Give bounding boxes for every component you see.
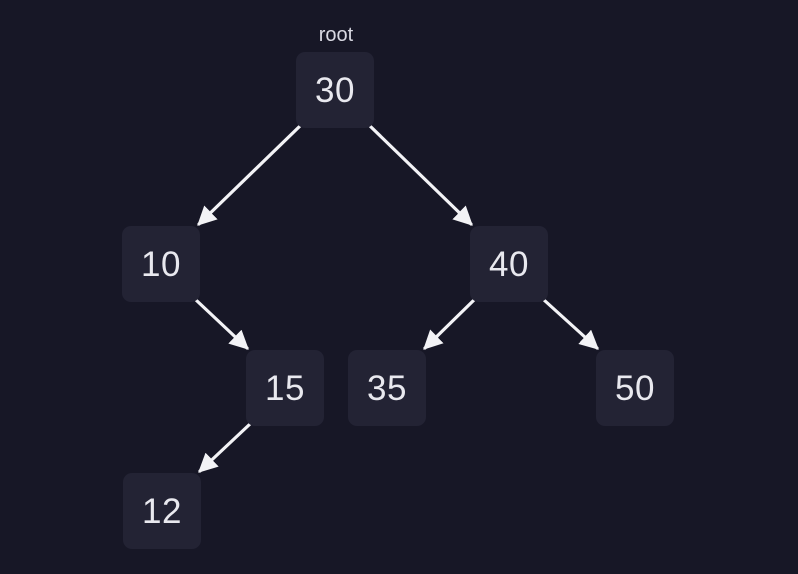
tree-node-10: 10 <box>122 226 200 302</box>
edge-arrow-40-50 <box>542 298 599 350</box>
node-value: 35 <box>367 368 407 408</box>
edge-arrow-30-10 <box>197 124 302 226</box>
node-value: 50 <box>615 368 655 408</box>
node-value: 10 <box>141 244 181 284</box>
edge-arrow-15-12 <box>198 422 252 473</box>
edge-arrow-10-15 <box>194 298 249 350</box>
tree-node-30: 30 <box>296 52 374 128</box>
node-value: 12 <box>142 491 182 531</box>
tree-node-50: 50 <box>596 350 674 426</box>
edge-arrow-30-40 <box>368 124 473 226</box>
tree-node-35: 35 <box>348 350 426 426</box>
edge-arrow-40-35 <box>423 298 476 350</box>
node-value: 15 <box>265 368 305 408</box>
node-value: 30 <box>315 70 355 110</box>
tree-node-40: 40 <box>470 226 548 302</box>
tree-node-15: 15 <box>246 350 324 426</box>
tree-node-12: 12 <box>123 473 201 549</box>
root-pointer-label: root <box>318 24 354 46</box>
node-value: 40 <box>489 244 529 284</box>
